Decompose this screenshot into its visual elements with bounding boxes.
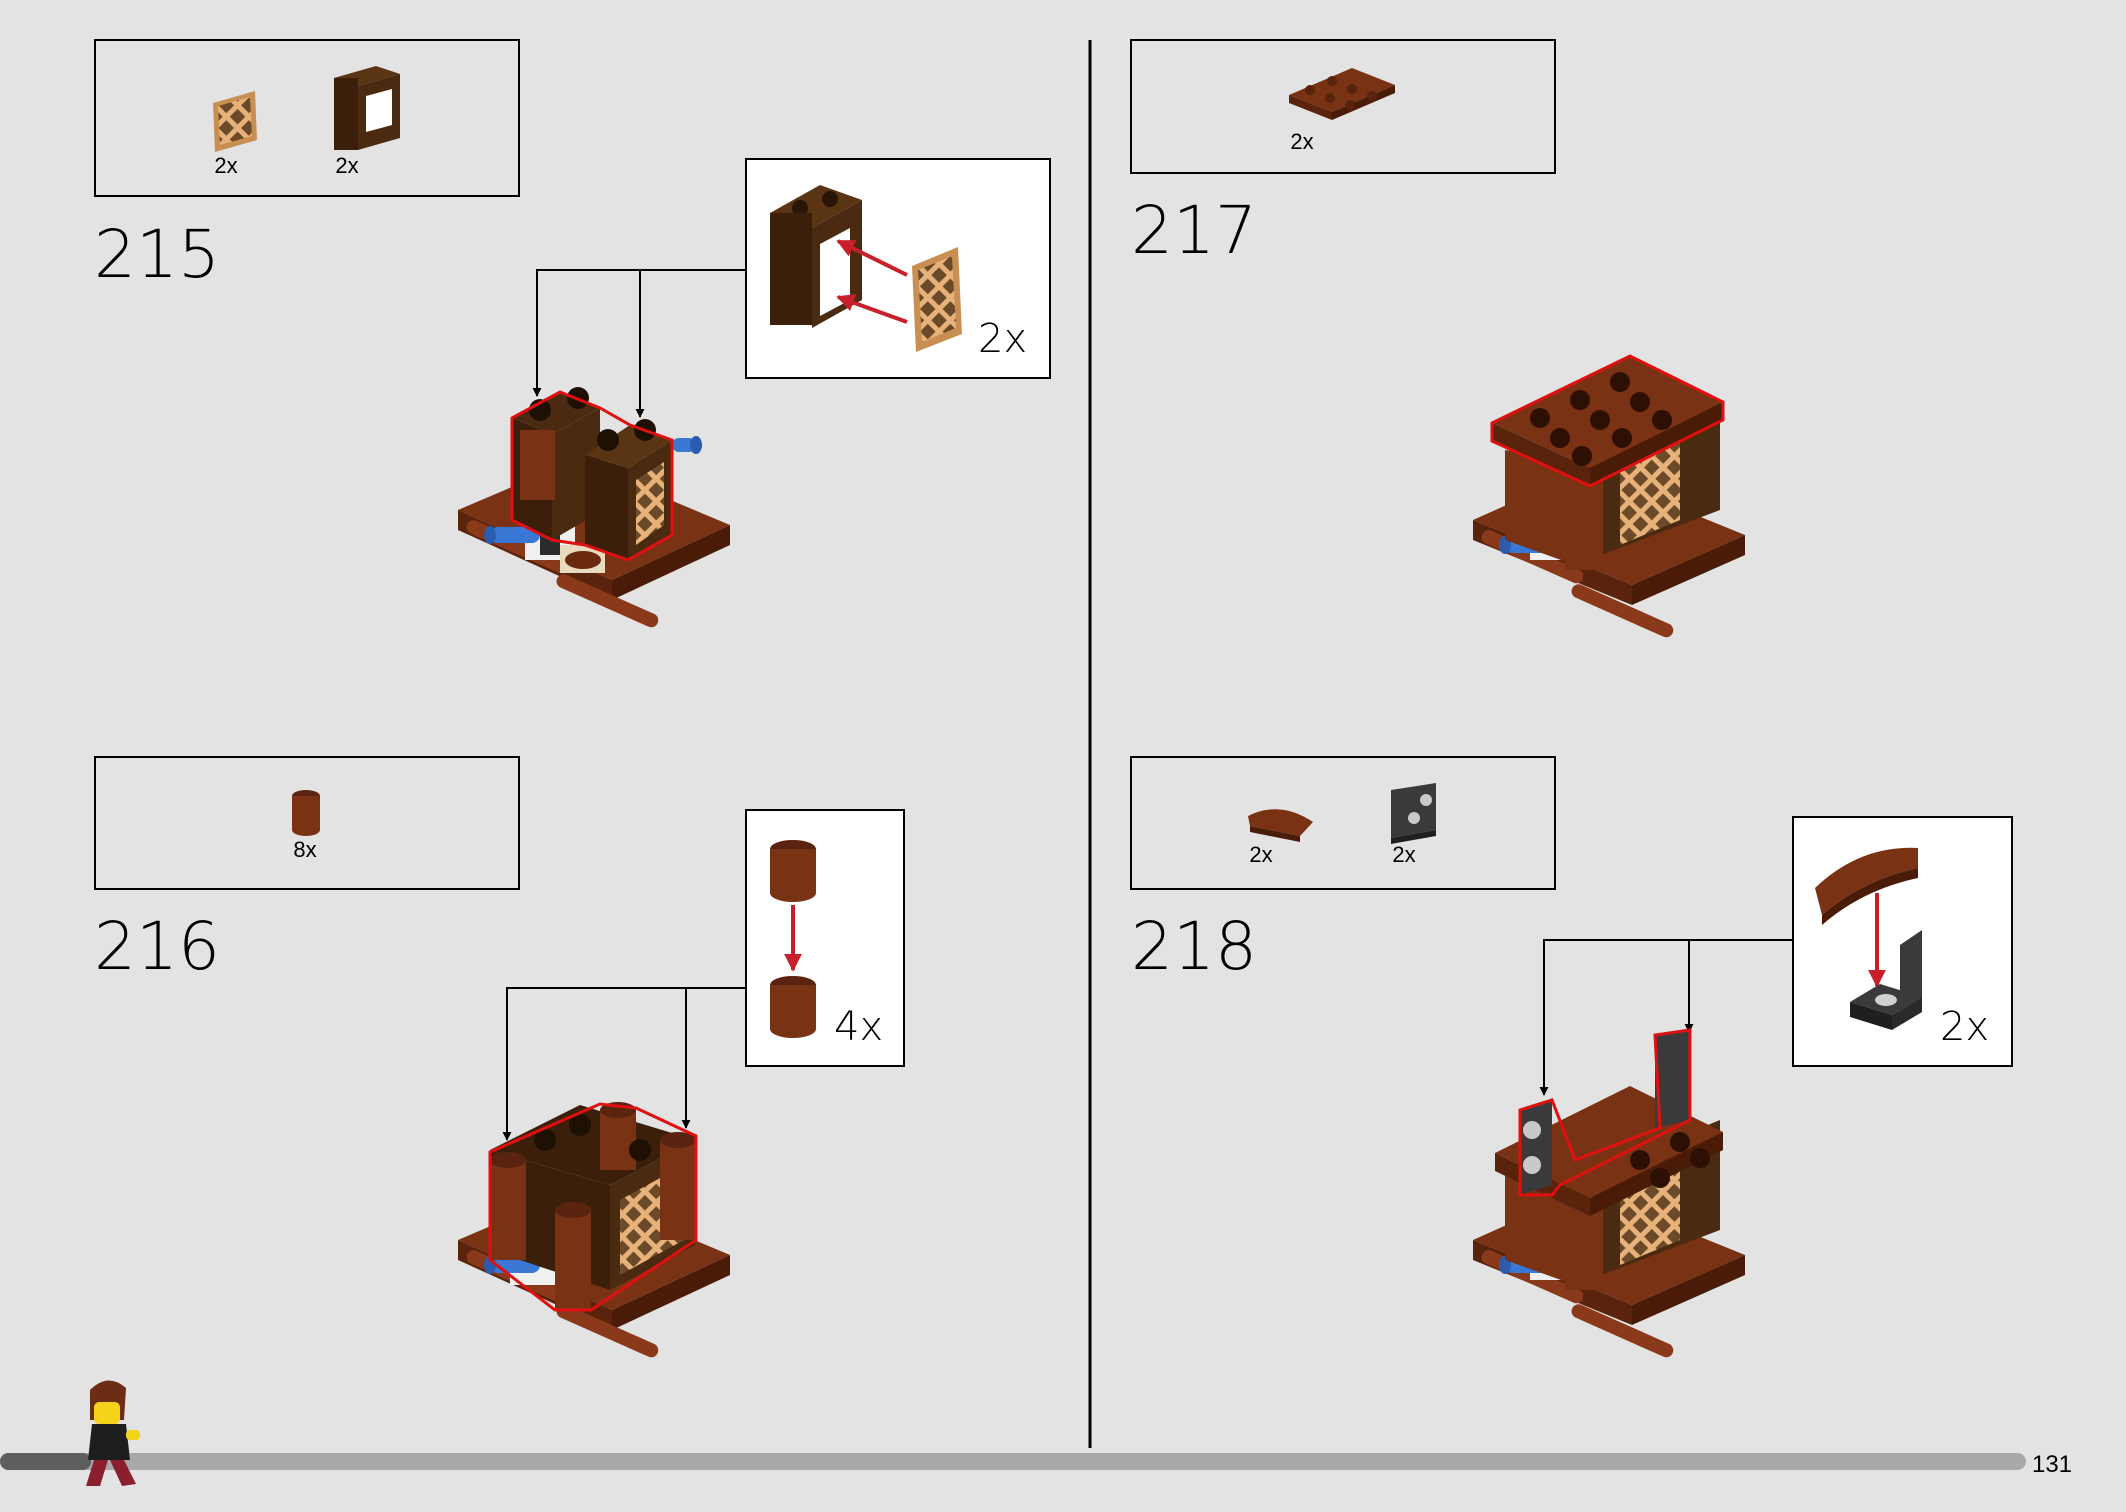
- model-assembly-215: [458, 387, 730, 628]
- step-number: 218: [1131, 908, 1257, 985]
- pointer-arrow: [1539, 939, 1793, 1096]
- callout-curved-slope-icon: [1815, 847, 1918, 925]
- model-assembly-217: [1473, 354, 1745, 638]
- pointer-arrow: [532, 269, 746, 397]
- step-216: 8x 216 4x: [94, 756, 905, 1358]
- part-quantity: 2x: [214, 153, 237, 178]
- step-number: 217: [1131, 192, 1257, 269]
- bracket-part-icon: [1391, 783, 1436, 844]
- part-quantity: 8x: [293, 837, 316, 862]
- round-brick-part-icon: [292, 790, 320, 836]
- parts-list-box: [1130, 39, 1556, 174]
- window-lattice-part-icon: [213, 91, 257, 152]
- callout-lattice-icon: [912, 247, 962, 352]
- callout-quantity: 4x: [834, 1004, 883, 1050]
- round-brick-top-icon: [770, 840, 816, 902]
- pointer-arrow: [502, 987, 746, 1141]
- progress-bar-fill: [0, 1453, 92, 1470]
- minifigure-icon: [86, 1380, 140, 1486]
- part-quantity: 2x: [1392, 842, 1415, 867]
- step-218: 2x 2x 218 2x: [1130, 756, 2013, 1358]
- step-number: 215: [94, 216, 220, 293]
- callout-quantity: 2x: [1940, 1004, 1989, 1050]
- step-number: 216: [94, 908, 220, 985]
- window-frame-part-icon: [334, 66, 400, 150]
- callout-window-frame-icon: [770, 185, 862, 328]
- page-number: 131: [2032, 1451, 2072, 1478]
- part-quantity: 2x: [1290, 129, 1313, 154]
- parts-list-box: [94, 756, 520, 890]
- parts-list-box: [94, 39, 520, 197]
- assembly-arrow: [836, 294, 908, 324]
- callout-bracket-icon: [1850, 930, 1922, 1030]
- callout-quantity: 2x: [978, 316, 1027, 362]
- callout-box: [1792, 816, 2013, 1067]
- curved-slope-part-icon: [1248, 809, 1313, 842]
- assembly-arrow: [836, 239, 908, 277]
- parts-list-box: [1130, 756, 1556, 890]
- model-assembly-218: [1473, 1028, 1745, 1358]
- part-quantity: 2x: [1249, 842, 1272, 867]
- model-assembly-216: [458, 1102, 730, 1358]
- footer: 131: [0, 1380, 2072, 1486]
- round-brick-bottom-icon: [770, 976, 816, 1038]
- plate-2x3-part-icon: [1289, 68, 1395, 120]
- part-quantity: 2x: [335, 153, 358, 178]
- progress-bar-track: [0, 1453, 2026, 1470]
- step-217: 2x 217: [1130, 39, 1745, 638]
- step-215: 2x 2x 215 2x: [94, 39, 1051, 628]
